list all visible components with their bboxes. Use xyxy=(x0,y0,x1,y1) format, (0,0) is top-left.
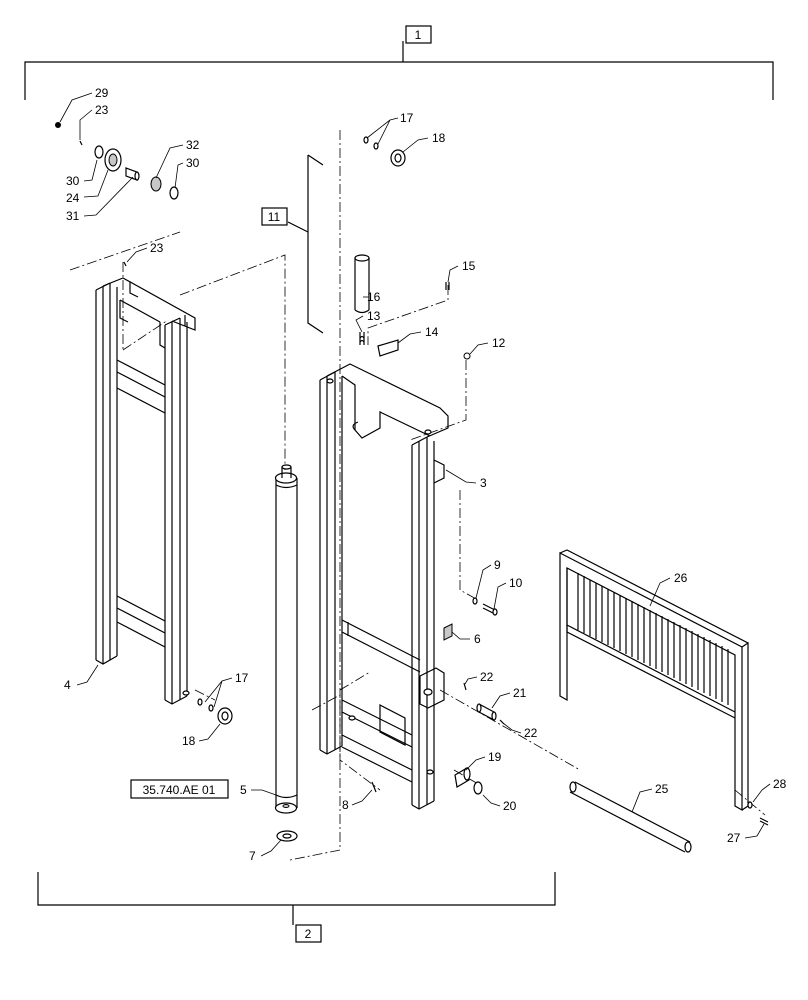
callout-23: 23 xyxy=(95,103,109,117)
bearing-part-32 xyxy=(150,176,162,192)
reference-box: 35.740.AE 01 xyxy=(130,779,229,799)
callout-17a: 17 xyxy=(400,111,414,125)
ring-part-20 xyxy=(473,781,483,795)
callout-13: 13 xyxy=(367,309,381,323)
bolt-part-27 xyxy=(759,817,769,826)
pin-part-8 xyxy=(371,781,377,793)
callout-32: 32 xyxy=(186,138,200,152)
rod-part-25 xyxy=(569,781,692,853)
hardware-right xyxy=(371,352,505,795)
bushing-part-19 xyxy=(454,767,470,788)
callout-9: 9 xyxy=(494,558,501,572)
spring-clip-part-13 xyxy=(359,332,365,345)
bolt-part-15 xyxy=(445,282,450,290)
callout-17b: 17 xyxy=(235,671,249,685)
callout-22b: 22 xyxy=(524,726,538,740)
plate-part-14 xyxy=(377,339,399,357)
hardware-lower-left xyxy=(197,698,233,725)
centerlines xyxy=(69,130,766,861)
washer-part-28 xyxy=(747,801,753,809)
callout-numbers: 29 23 30 24 31 32 30 23 17 18 15 16 13 1… xyxy=(64,86,787,863)
washer-part-9 xyxy=(472,597,478,605)
callout-20: 20 xyxy=(503,799,517,813)
callout-10: 10 xyxy=(509,576,523,590)
callout-18b: 18 xyxy=(182,734,196,748)
callout-4: 4 xyxy=(64,678,71,692)
callout-19: 19 xyxy=(488,750,502,764)
callout-15: 15 xyxy=(462,259,476,273)
lift-cylinder-part-5 xyxy=(274,464,298,814)
bottom-group-bracket: 2 xyxy=(37,872,556,943)
callout-21: 21 xyxy=(513,686,527,700)
washer-part-7 xyxy=(276,830,298,842)
pin-part-23-mid xyxy=(123,261,127,267)
pulley-assembly xyxy=(55,122,179,267)
callout-22a: 22 xyxy=(480,670,494,684)
callout-5: 5 xyxy=(240,783,247,797)
callout-30: 30 xyxy=(66,174,80,188)
pin-part-22-top xyxy=(463,682,467,691)
washer-part-30-right xyxy=(169,186,179,200)
pin-part-16 xyxy=(354,254,370,314)
callout-28: 28 xyxy=(773,777,787,791)
callout-24: 24 xyxy=(66,191,80,205)
hardware-backrest xyxy=(747,801,769,826)
callout-27: 27 xyxy=(727,831,741,845)
callout-29: 29 xyxy=(95,86,109,100)
top-group-bracket: 1 xyxy=(24,25,774,100)
group-label-2: 2 xyxy=(305,927,312,941)
callout-23b: 23 xyxy=(150,241,164,255)
inner-mast-part-3 xyxy=(319,363,449,810)
load-backrest-part-26 xyxy=(559,549,750,812)
shims-part-17-top xyxy=(363,136,379,150)
nut-part-12 xyxy=(463,352,471,360)
fitting-part-6 xyxy=(443,623,453,641)
cylinder-group-bracket: 11 xyxy=(261,154,324,334)
callout-6: 6 xyxy=(474,632,481,646)
group-label-11: 11 xyxy=(268,210,281,224)
washer-part-30-left xyxy=(94,145,104,159)
callout-16: 16 xyxy=(367,290,381,304)
callout-14: 14 xyxy=(425,325,439,339)
pin-part-21 xyxy=(478,703,495,721)
callout-7: 7 xyxy=(249,849,256,863)
reference-label: 35.740.AE 01 xyxy=(143,783,216,797)
mast-channel-part-4 xyxy=(95,277,196,705)
callout-18a: 18 xyxy=(432,131,446,145)
pin-part-23-top xyxy=(79,140,83,146)
callout-30b: 30 xyxy=(186,156,200,170)
callout-3: 3 xyxy=(480,476,487,490)
screw-part-29 xyxy=(55,122,61,128)
callout-25: 25 xyxy=(655,782,669,796)
leader-lines xyxy=(59,92,771,857)
group-label-1: 1 xyxy=(415,28,422,42)
washer-part-18-top xyxy=(390,149,406,167)
callout-12: 12 xyxy=(492,336,506,350)
callout-8: 8 xyxy=(342,798,349,812)
callout-31: 31 xyxy=(66,209,80,223)
callout-26: 26 xyxy=(674,571,688,585)
